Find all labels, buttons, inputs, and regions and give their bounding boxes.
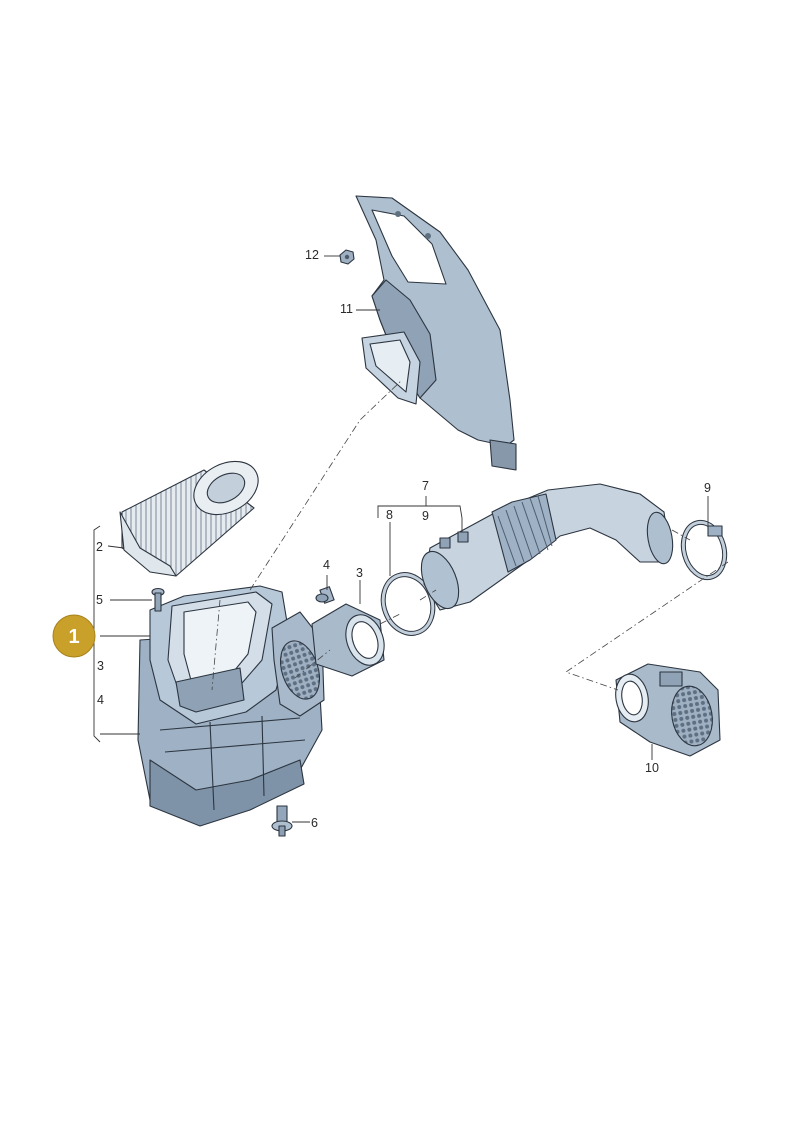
callout-5: 5	[96, 593, 103, 607]
callout-7: 7	[422, 479, 429, 493]
intake-hose-part-7	[420, 483, 674, 611]
main-part-badge[interactable]: 1	[52, 614, 96, 658]
callout-4-left: 4	[97, 693, 104, 707]
bolt-part-4	[315, 586, 335, 604]
badge-circle	[52, 614, 96, 658]
callout-10: 10	[645, 761, 659, 775]
callout-12: 12	[305, 248, 319, 262]
callout-8: 8	[386, 508, 393, 522]
callout-4-right: 4	[323, 558, 330, 572]
callout-6: 6	[311, 816, 318, 830]
callout-2: 2	[96, 540, 103, 554]
callout-3-right: 3	[356, 566, 363, 580]
callout-9-bracket: 9	[422, 509, 429, 523]
hose-clamp-part-9	[680, 519, 728, 581]
badge-number: 1	[68, 626, 79, 648]
screw-part-5	[151, 587, 165, 612]
mount-bolt-part-6	[271, 805, 293, 837]
callout-3-left: 3	[97, 659, 104, 673]
callout-11: 11	[340, 302, 353, 316]
air-filter-housing	[137, 585, 325, 827]
callout-labels: 2 5 3 4 6 4 3 8 7 9 9 10 11 12	[96, 248, 711, 830]
air-mass-meter-part-10	[615, 663, 721, 757]
assembly-lines	[211, 379, 729, 691]
nut-part-12	[339, 249, 355, 265]
air-filter-element	[119, 460, 259, 577]
adapter-part-3	[311, 603, 385, 677]
air-guide-panel	[355, 195, 517, 471]
leader-lines	[93, 255, 709, 823]
callout-9-right: 9	[704, 481, 711, 495]
